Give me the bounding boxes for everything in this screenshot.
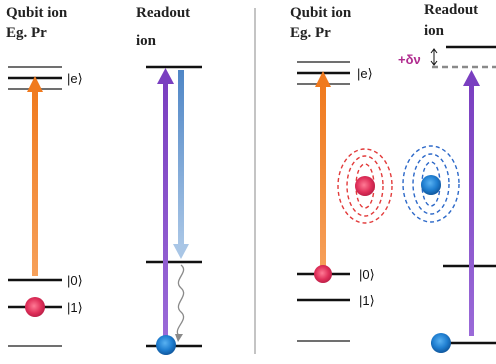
blue-field-loop-outer [402, 145, 460, 223]
blue-field-loop-middle [412, 153, 450, 215]
left-readout-title-line1: Readout [136, 5, 190, 21]
right-purple-arrow-shaft [469, 83, 474, 336]
right-readout-title-line2: ion [424, 23, 445, 39]
left-orange-arrow-head [27, 76, 43, 92]
left-blue-arrow-head [173, 244, 189, 259]
right-red-sphere-icon [314, 265, 332, 283]
right-purple-arrow-head [463, 70, 480, 86]
red-field-loop-outer [337, 148, 393, 224]
double-headed-vertical-arrow-icon [430, 48, 438, 66]
left-qubit-title-line1: Qubit ion [6, 5, 68, 21]
left-wavy-decay-arrow-icon [176, 264, 185, 337]
left-purple-arrow-head [157, 68, 174, 84]
left-readout-title-line2: ion [136, 33, 157, 49]
right-qubit-title-line1: Qubit ion [290, 5, 352, 21]
right-readout-title-line1: Readout [424, 2, 478, 18]
left-ket-1: |1⟩ [67, 300, 83, 315]
left-qubit-title-line2: Eg. Pr [6, 25, 47, 41]
left-ket-0: |0⟩ [67, 273, 83, 288]
left-orange-arrow-shaft [32, 89, 38, 276]
right-orange-arrow-shaft [320, 84, 326, 270]
right-ket-1: |1⟩ [359, 293, 375, 308]
left-wavy-decay-arrow-head [175, 334, 183, 342]
left-red-sphere-icon [25, 297, 45, 317]
right-orange-arrow-head [315, 71, 331, 87]
shift-label: +δν [398, 52, 421, 67]
right-ket-0: |0⟩ [359, 267, 375, 282]
right-qubit-title-line2: Eg. Pr [290, 25, 331, 41]
left-blue-sphere-icon [156, 335, 176, 355]
left-blue-arrow-shaft [178, 70, 184, 246]
center-blue-sphere-icon [421, 175, 441, 195]
left-purple-arrow-shaft [163, 80, 168, 339]
right-blue-sphere-icon [431, 333, 451, 353]
left-ket-e: |e⟩ [67, 71, 83, 86]
right-ket-e: |e⟩ [357, 66, 373, 81]
center-red-sphere-icon [355, 176, 375, 196]
red-field-loop-middle [346, 155, 384, 217]
